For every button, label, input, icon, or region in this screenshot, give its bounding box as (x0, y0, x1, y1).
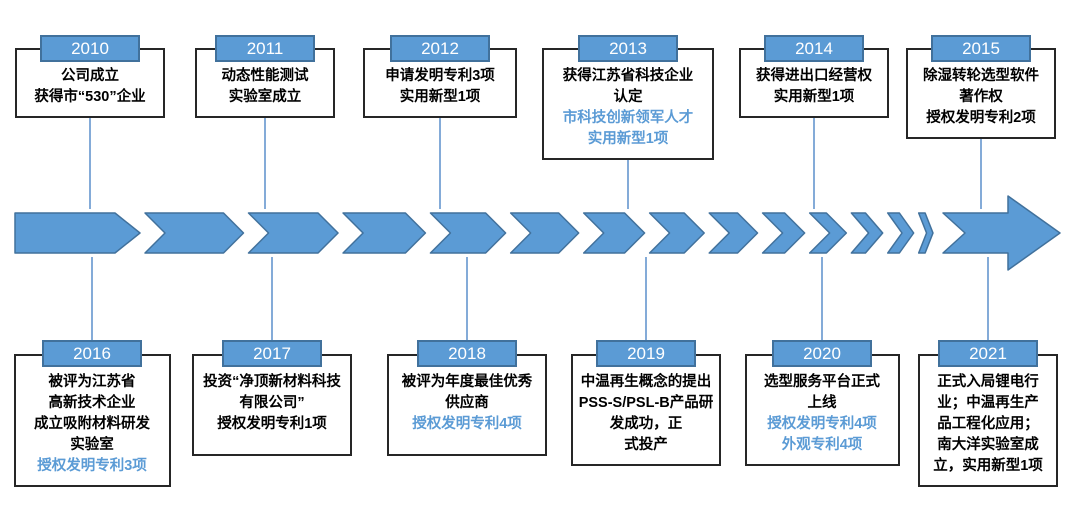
milestone-box-2021: 正式入局锂电行业；中温再生产品工程化应用； 南大洋实验室成立，实用新型1项 (918, 354, 1058, 487)
connector-line-2016 (91, 257, 93, 346)
milestone-text-line: 业；中温再生产 (937, 395, 1039, 411)
milestone-text-line: 立，实用新型1项 (933, 458, 1043, 474)
milestone-box-2018: 被评为年度最佳优秀供应商授权发明专利4项 (387, 354, 547, 456)
chevron-shape-4 (429, 212, 507, 254)
milestone-text-line: PSS-S/PSL-B产品研 (578, 395, 714, 411)
milestone-text-line: 上线 (807, 395, 837, 411)
milestone-text-line: 实用新型1项 (773, 89, 855, 105)
milestone-text-line: 选型服务平台正式 (764, 374, 880, 390)
connector-line-2012 (439, 90, 441, 209)
connector-line-2010 (89, 90, 91, 209)
timeline-arrow (14, 195, 1061, 271)
milestone-text-line: 实验室成立 (228, 89, 302, 105)
milestone-text-line: 中温再生概念的提出 (580, 374, 712, 390)
chevron-shape-13 (917, 212, 934, 254)
connector-line-2017 (271, 257, 273, 346)
chevron-shape-5 (509, 212, 580, 254)
milestone-text-line: 高新技术企业 (48, 395, 136, 411)
milestone-text-line: 授权发明专利1项 (217, 416, 327, 432)
chevron-shape-12 (886, 212, 915, 254)
milestone-box-2019: 中温再生概念的提出 PSS-S/PSL-B产品研发成功，正式投产 (571, 354, 721, 466)
milestone-text-line: 成立吸附材料研发 (34, 416, 150, 432)
connector-line-2015 (980, 90, 982, 209)
connector-line-2018 (466, 257, 468, 346)
milestone-text-line: 品工程化应用； (937, 416, 1039, 432)
milestone-text-line: 授权发明专利3项 (37, 458, 147, 474)
chevron-shape-7 (648, 212, 705, 254)
year-badge-2020: 2020 (772, 340, 872, 367)
year-badge-2013: 2013 (578, 35, 678, 62)
milestone-text-line: 授权发明专利4项 (767, 416, 877, 432)
chevron-shape-6 (582, 212, 646, 254)
year-badge-2010: 2010 (40, 35, 140, 62)
milestone-text-line: 除湿转轮选型软件 (923, 68, 1039, 84)
milestone-text-line: 发成功，正 (609, 416, 683, 432)
milestone-text-line: 授权发明专利2项 (926, 110, 1036, 126)
milestone-text-line: 实验室 (70, 437, 114, 453)
connector-line-2014 (813, 90, 815, 209)
milestone-text-line: 认定 (613, 89, 643, 105)
milestone-text-line: 动态性能测试 (221, 68, 309, 84)
chevron-shape-11 (850, 212, 884, 254)
milestone-text-line: 南大洋实验室成 (937, 437, 1039, 453)
connector-line-2011 (264, 90, 266, 209)
milestone-text-line: 式投产 (624, 437, 668, 453)
milestone-text-line: 获得江苏省科技企业 (562, 68, 694, 84)
milestone-text-line: 授权发明专利4项 (412, 416, 522, 432)
year-badge-2018: 2018 (417, 340, 517, 367)
chevron-shape-3 (342, 212, 427, 254)
arrow-head-shape (942, 195, 1061, 271)
milestone-text-line: 投资“净顶新材料科技 (203, 374, 341, 390)
milestone-box-2017: 投资“净顶新材料科技有限公司” 授权发明专利1项 (192, 354, 352, 456)
connector-line-2021 (987, 257, 989, 346)
milestone-text-line: 获得进出口经营权 (756, 68, 872, 84)
year-badge-2011: 2011 (215, 35, 315, 62)
milestone-box-2013: 获得江苏省科技企业认定市科技创新领军人才实用新型1项 (542, 48, 714, 160)
milestone-text-line: 外观专利4项 (781, 437, 863, 453)
chevron-shape-10 (808, 212, 848, 254)
milestone-text-line: 供应商 (445, 395, 489, 411)
connector-line-2020 (821, 257, 823, 346)
year-badge-2014: 2014 (764, 35, 864, 62)
year-badge-2016: 2016 (42, 340, 142, 367)
milestone-text-line: 实用新型1项 (399, 89, 481, 105)
milestone-text-line: 著作权 (959, 89, 1003, 105)
milestone-text-line: 被评为江苏省 (48, 374, 136, 390)
milestone-box-2020: 选型服务平台正式上线授权发明专利4项外观专利4项 (744, 354, 900, 466)
year-badge-2021: 2021 (938, 340, 1038, 367)
milestone-text-line: 实用新型1项 (587, 131, 669, 147)
milestone-text-line: 被评为年度最佳优秀 (401, 374, 533, 390)
milestone-text-line: 有限公司” (239, 395, 305, 411)
chevron-shape-8 (708, 212, 759, 254)
year-badge-2012: 2012 (390, 35, 490, 62)
milestone-text-line: 获得市“530”企业 (34, 89, 146, 105)
year-badge-2015: 2015 (931, 35, 1031, 62)
milestone-box-2016: 被评为江苏省高新技术企业成立吸附材料研发实验室授权发明专利3项 (13, 354, 171, 487)
milestone-text-line: 公司成立 (61, 68, 119, 84)
connector-line-2019 (645, 257, 647, 346)
milestone-text-line: 正式入局锂电行 (937, 374, 1039, 390)
chevron-shape-9 (761, 212, 806, 254)
year-badge-2019: 2019 (596, 340, 696, 367)
arrow-pentagon-shape (14, 212, 141, 254)
year-badge-2017: 2017 (222, 340, 322, 367)
milestone-text-line: 市科技创新领军人才 (562, 110, 694, 126)
milestone-text-line: 申请发明专利3项 (385, 68, 495, 84)
chevron-shape-1 (144, 212, 245, 254)
chevron-shape-2 (247, 212, 339, 254)
